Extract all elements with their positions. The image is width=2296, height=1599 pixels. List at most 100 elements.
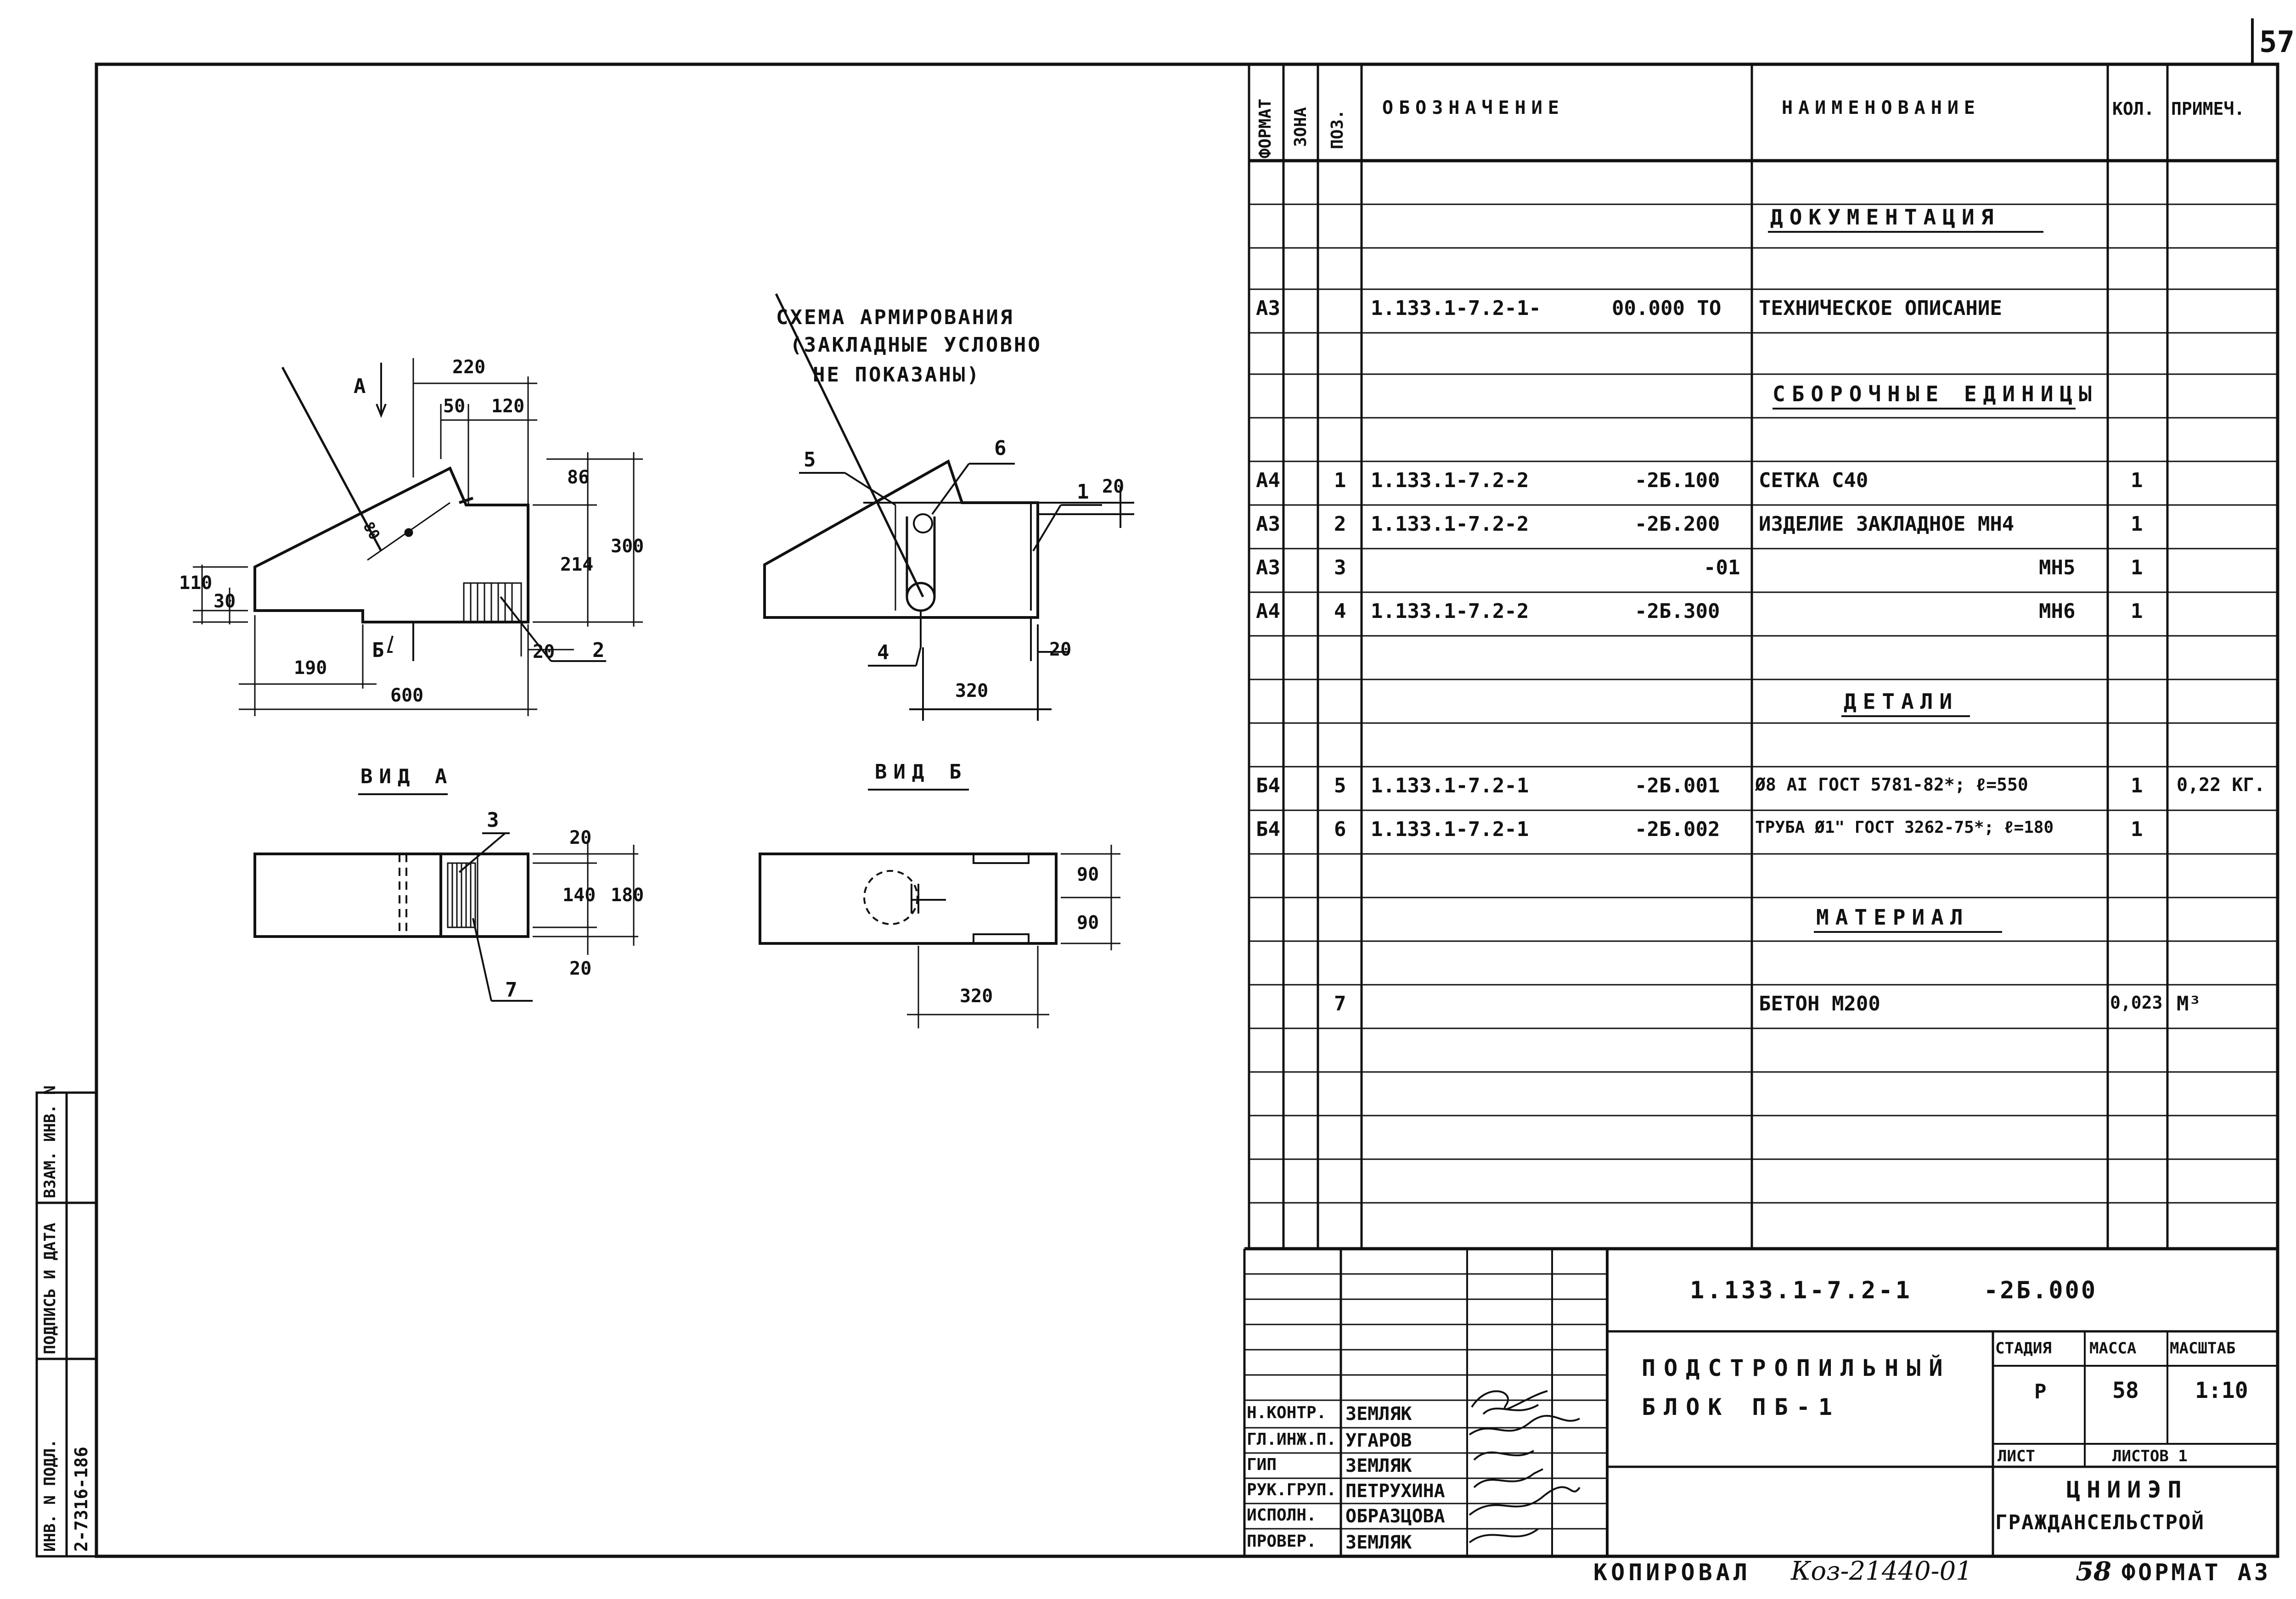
signer-name: ПЕТРУХИНА: [1345, 1481, 1445, 1502]
row-note: 0,22 КГ.: [2177, 774, 2265, 796]
row-designation: 1.133.1-7.2-1-: [1371, 297, 1541, 320]
side-stamp-grid: [35, 1091, 98, 1558]
header-qty: КОЛ.: [2112, 99, 2155, 119]
row-qty: 1: [2131, 469, 2143, 492]
mass-value: 58: [2112, 1378, 2139, 1403]
main-block-dims: [193, 358, 643, 716]
dim-30: 30: [214, 591, 236, 612]
view-b-dims: [907, 845, 1120, 1028]
callout-2: 2: [592, 639, 605, 662]
sheets-label: ЛИСТОВ 1: [2112, 1447, 2188, 1465]
header-name: НАИМЕНОВАНИЕ: [1782, 97, 1981, 118]
dim-view-a-20-bottom: 20: [569, 958, 592, 979]
row-format: Б4: [1256, 818, 1280, 841]
dim-110: 110: [179, 572, 213, 594]
dim-50: 50: [443, 396, 466, 417]
callout-5: 5: [804, 448, 816, 471]
row-pos: 3: [1334, 556, 1346, 579]
view-a-hatch: [447, 854, 478, 937]
row-designation-suffix: -2Б.002: [1635, 818, 1720, 841]
title-line2: БЛОК ПБ-1: [1642, 1394, 1840, 1420]
row-name: СЕТКА С40: [1759, 469, 1868, 492]
title-block-grid: [1243, 1247, 2278, 1556]
row-qty: 1: [2131, 774, 2143, 797]
side-stamp-inv-podl: ИНВ. N ПОДЛ.: [41, 1439, 59, 1552]
footer-format: ФОРМАТ А3: [2122, 1559, 2271, 1586]
row-format: А3: [1256, 556, 1280, 579]
row-qty: 1: [2131, 600, 2143, 623]
dim-scheme-20-top: 20: [1102, 476, 1125, 497]
row-note: М³: [2177, 992, 2201, 1016]
handwritten-signatures: [1469, 1390, 1581, 1543]
dim-220: 220: [452, 357, 486, 378]
scheme-caption-line3: НЕ ПОКАЗАНЫ): [813, 363, 981, 387]
callout-1: 1: [1077, 480, 1089, 504]
main-block-hatch: [463, 582, 522, 623]
mass-label: МАССА: [2089, 1339, 2137, 1358]
signer-name: ЗЕМЛЯК: [1345, 1532, 1412, 1553]
row-designation-suffix: -2Б.200: [1635, 512, 1720, 536]
row-pos: 5: [1334, 774, 1346, 797]
title-line1: ПОДСТРОПИЛЬНЫЙ: [1642, 1355, 1951, 1381]
dim-view-a-180: 180: [611, 885, 644, 906]
row-designation: 1.133.1-7.2-1: [1371, 774, 1529, 797]
row-name: БЕТОН М200: [1759, 992, 1880, 1016]
row-format: А4: [1256, 469, 1280, 492]
header-note: ПРИМЕЧ.: [2171, 99, 2245, 119]
row-designation-suffix: -01: [1704, 556, 1740, 579]
org-line1: ЦНИИЭП: [2066, 1476, 2188, 1503]
dim-190: 190: [294, 657, 327, 679]
signer-name: УГАРОВ: [1345, 1430, 1412, 1451]
dim-120: 120: [491, 396, 525, 417]
header-designation: ОБОЗНАЧЕНИЕ: [1382, 97, 1564, 118]
side-stamp-vzam: ВЗАМ. ИНВ. N: [41, 1085, 59, 1198]
row-format: Б4: [1256, 774, 1280, 797]
header-pos: ПОЗ.: [1328, 109, 1347, 149]
dim-20: 20: [533, 641, 555, 662]
section-material: МАТЕРИАЛ: [1816, 905, 1970, 930]
dim-300: 300: [611, 536, 644, 557]
sheet-label: ЛИСТ: [1998, 1447, 2035, 1465]
row-format: А4: [1256, 600, 1280, 623]
row-designation-suffix: -2Б.001: [1635, 774, 1720, 797]
row-pos: 4: [1334, 600, 1346, 623]
row-name: Ø8 АI ГОСТ 5781-82*; ℓ=550: [1755, 774, 2028, 795]
callout-3: 3: [487, 808, 499, 832]
row-designation-suffix: 00.000 ТО: [1612, 297, 1722, 320]
scale-label: МАСШТАБ: [2170, 1339, 2236, 1358]
view-b-outline: [759, 853, 1058, 945]
arrow-a-label: А: [354, 375, 366, 398]
dim-view-b-90-top: 90: [1077, 864, 1099, 885]
row-format: А3: [1256, 297, 1280, 320]
row-designation: 1.133.1-7.2-2: [1371, 512, 1529, 536]
callout-7: 7: [505, 978, 518, 1002]
row-qty: 1: [2131, 512, 2143, 536]
row-pos: 2: [1334, 512, 1346, 536]
dim-view-b-90-bottom: 90: [1077, 912, 1099, 933]
signer-name: ЗЕМЛЯК: [1345, 1455, 1412, 1476]
row-name: ИЗДЕЛИЕ ЗАКЛАДНОЕ МН4: [1759, 512, 2015, 536]
stage-value: Р: [2034, 1380, 2047, 1403]
row-qty: 1: [2131, 818, 2143, 841]
doc-code-suffix: -2Б.000: [1984, 1277, 2098, 1304]
scheme-block-outline: [763, 459, 1039, 619]
row-format: А3: [1256, 512, 1280, 536]
dim-view-b-320: 320: [960, 986, 993, 1007]
scheme-reinforcement: [775, 293, 1134, 721]
section-underlines: [1768, 231, 2076, 933]
doc-code: 1.133.1-7.2-1: [1690, 1277, 1913, 1304]
footer-copied: КОПИРОВАЛ: [1593, 1559, 1751, 1586]
callout-4: 4: [877, 641, 889, 664]
dim-scheme-320: 320: [955, 680, 989, 701]
org-line2: ГРАЖДАНСЕЛЬСТРОЙ: [1995, 1511, 2205, 1534]
side-stamp-inv-value: 2-7316-186: [71, 1447, 91, 1552]
dim-214: 214: [560, 554, 594, 575]
scheme-caption-line1: СХЕМА АРМИРОВАНИЯ: [776, 306, 1014, 329]
signer-role: ПРОВЕР.: [1247, 1532, 1317, 1551]
signer-role: ИСПОЛН.: [1247, 1506, 1317, 1525]
arrow-b-label: Б: [372, 639, 384, 662]
header-zone: ЗОНА: [1291, 107, 1310, 147]
side-stamp-podpis: ПОДПИСЬ И ДАТА: [41, 1223, 59, 1354]
row-name: ТРУБА Ø1" ГОСТ 3262-75*; ℓ=180: [1755, 818, 2054, 837]
